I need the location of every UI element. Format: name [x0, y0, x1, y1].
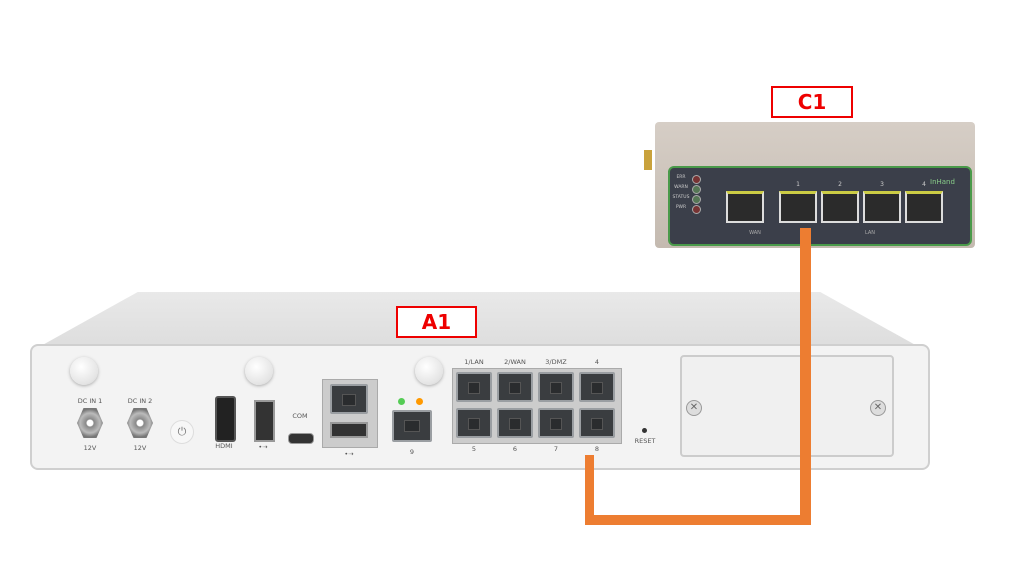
screw-icon: ✕ — [870, 400, 886, 416]
port-label-top: 3/DMZ — [545, 358, 567, 366]
c1-rj45-port[interactable] — [821, 191, 859, 223]
dc-in-1-label: DC IN 1 — [77, 397, 103, 405]
mount-knob — [245, 357, 273, 385]
usb-icon: •⇢ — [258, 443, 268, 451]
c1-rj45-port[interactable] — [905, 191, 943, 223]
expansion-slot-cover — [680, 355, 894, 457]
sfp-led-orange — [416, 398, 423, 405]
rj45-port[interactable] — [497, 372, 533, 402]
c1-led — [692, 185, 701, 194]
rj45-port[interactable] — [579, 408, 615, 438]
ethernet-cable — [585, 515, 811, 525]
c1-port-label: 2 — [838, 181, 842, 188]
rj45-port[interactable] — [579, 372, 615, 402]
c1-port-label: 1 — [796, 181, 800, 188]
dc-in-1-connector — [77, 408, 103, 438]
c1-label: C1 — [771, 86, 853, 118]
reset-hole[interactable] — [642, 428, 647, 433]
micro-usb-port — [288, 433, 314, 444]
usb-port — [254, 400, 275, 442]
c1-port-label: 4 — [922, 181, 926, 188]
sfp-led-green — [398, 398, 405, 405]
ethernet-cable — [800, 228, 811, 525]
com-label: COM — [292, 412, 308, 420]
c1-rj45-port[interactable] — [779, 191, 817, 223]
hdmi-port — [215, 396, 236, 442]
c1-wan-label: WAN — [749, 230, 761, 236]
c1-led-label: WARN — [674, 185, 688, 190]
a1-label: A1 — [396, 306, 477, 338]
rj45-port[interactable] — [538, 408, 574, 438]
rj45-port[interactable] — [456, 408, 492, 438]
hdmi-label: HDMI — [215, 442, 233, 450]
power-button-icon[interactable]: ⏻ — [170, 420, 194, 444]
a1-top-bevel — [30, 292, 928, 352]
sfp-port-9 — [392, 410, 432, 442]
rj45-port[interactable] — [497, 408, 533, 438]
voltage-2-label: 12V — [133, 444, 147, 452]
usb-port-2 — [330, 422, 368, 438]
c1-led-label: PWR — [675, 205, 687, 210]
mount-knob — [70, 357, 98, 385]
c1-brand-logo: InHand — [930, 178, 955, 186]
c1-led-label: ERR — [676, 175, 686, 180]
port-label-bottom: 7 — [553, 445, 559, 453]
port-label-top: 4 — [594, 358, 600, 366]
port-label-top: 1/LAN — [464, 358, 484, 366]
c1-rj45-port[interactable] — [863, 191, 901, 223]
c1-rj45-port[interactable] — [726, 191, 764, 223]
c1-port-label: 3 — [880, 181, 884, 188]
port-label-bottom: 6 — [512, 445, 518, 453]
port-label-bottom: 8 — [594, 445, 600, 453]
reset-label: RESET — [634, 437, 656, 445]
mount-knob — [415, 357, 443, 385]
rj45-port[interactable] — [456, 372, 492, 402]
port-label-bottom: 5 — [471, 445, 477, 453]
ethernet-cable — [585, 455, 594, 525]
screw-icon: ✕ — [686, 400, 702, 416]
sfp-port-label: 9 — [409, 448, 415, 456]
c1-led — [692, 175, 701, 184]
rj45-port[interactable] — [538, 372, 574, 402]
voltage-1-label: 12V — [83, 444, 97, 452]
console-rj45-port — [330, 384, 368, 414]
c1-led-label: STATUS — [672, 195, 690, 200]
c1-led — [692, 195, 701, 204]
c1-lan-label: LAN — [864, 230, 876, 236]
port-label-top: 2/WAN — [504, 358, 526, 366]
antenna-connector — [644, 150, 652, 170]
usb-icon: •⇢ — [344, 450, 354, 458]
dc-in-2-label: DC IN 2 — [127, 397, 153, 405]
c1-led — [692, 205, 701, 214]
